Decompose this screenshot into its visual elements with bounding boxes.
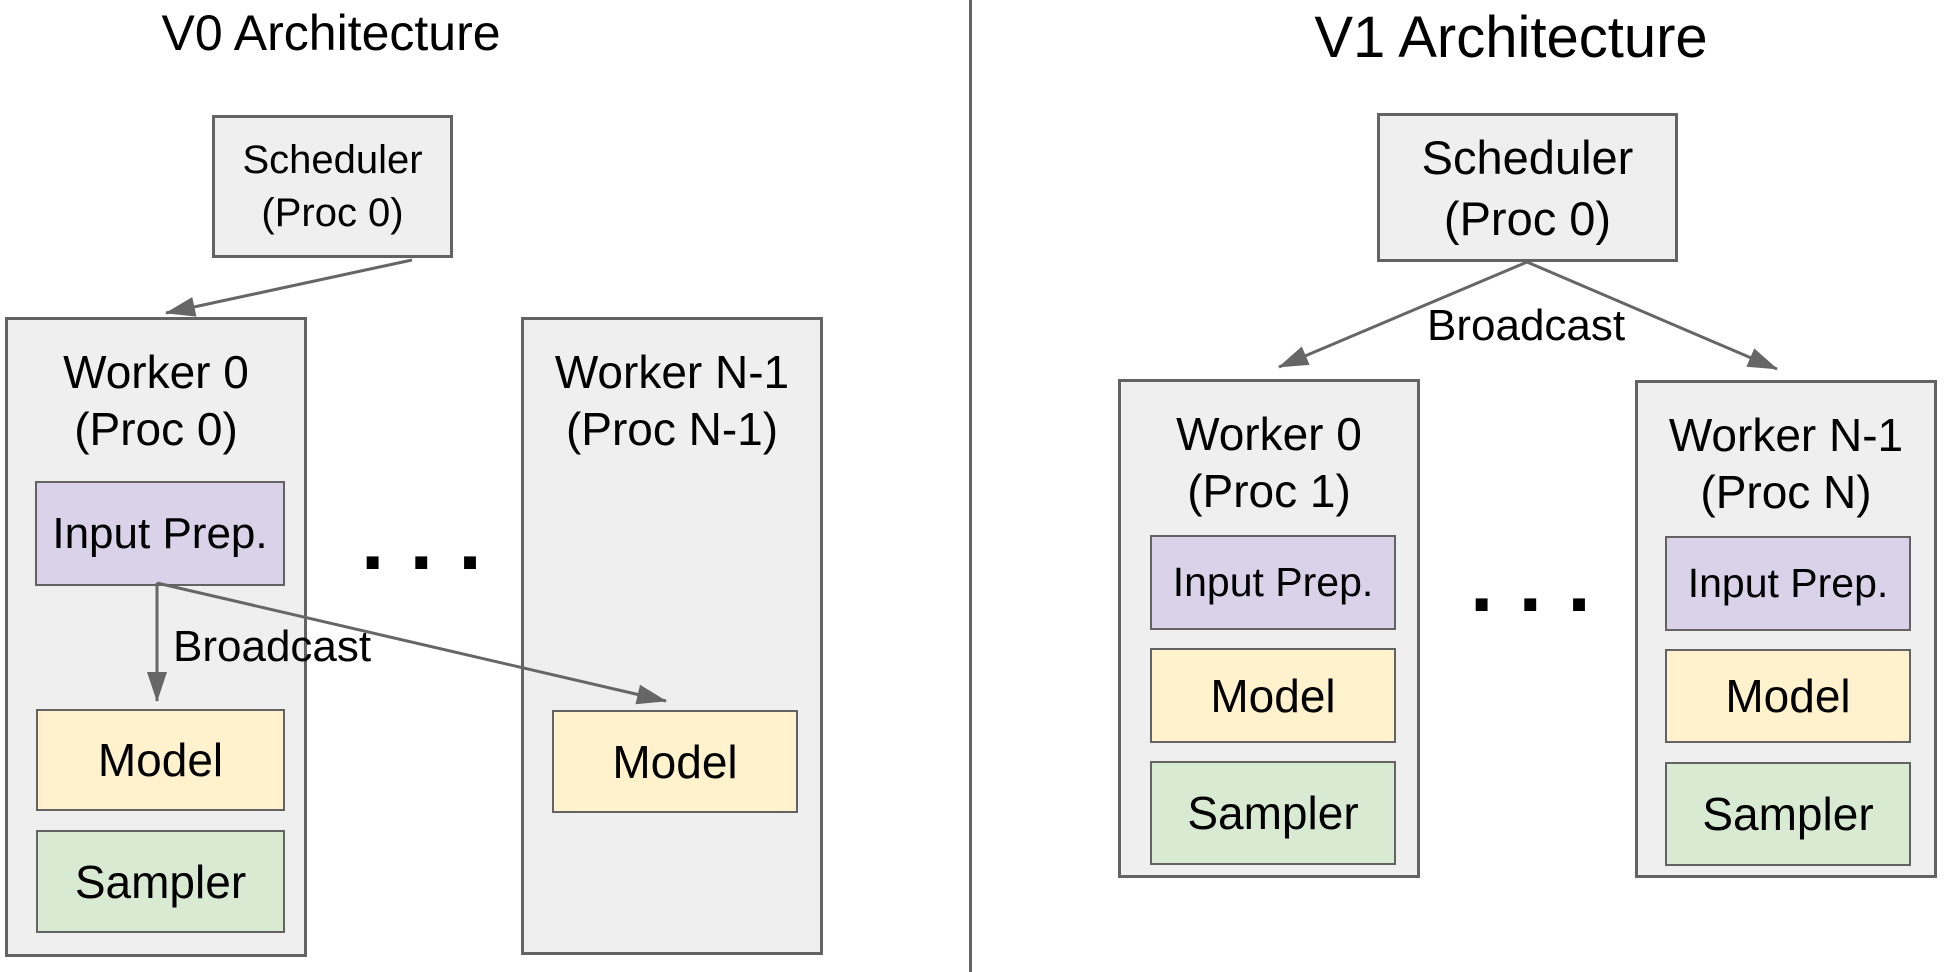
v1-worker-n-model-label: Model (1725, 670, 1851, 722)
v0-worker-0-label: Worker 0 (Proc 0) (8, 344, 304, 458)
v1-scheduler-box: Scheduler (Proc 0) (1377, 113, 1678, 262)
v1-worker-0-model-box: Model (1150, 648, 1396, 743)
v0-model-box: Model (36, 709, 285, 811)
v1-title: V1 Architecture (1314, 5, 1708, 70)
v1-worker-n-model-box: Model (1665, 649, 1911, 743)
v0-worker-0-proc: (Proc 0) (74, 403, 238, 455)
section-divider (969, 0, 972, 972)
v0-worker-n-name: Worker N-1 (554, 346, 790, 398)
v0-input-prep-label: Input Prep. (52, 508, 268, 558)
v0-worker-0-name: Worker 0 (63, 346, 249, 398)
v1-worker-0-box: Worker 0 (Proc 1) Input Prep. Model Samp… (1118, 379, 1420, 878)
v0-title: V0 Architecture (161, 5, 501, 61)
v1-scheduler-proc: (Proc 0) (1443, 191, 1612, 245)
v0-sampler-label: Sampler (74, 855, 247, 908)
v1-worker-0-input-prep-box: Input Prep. (1150, 535, 1396, 630)
v0-worker-n-model-box: Model (552, 710, 798, 813)
v0-worker-n-box: Worker N-1 (Proc N-1) Model (521, 317, 823, 955)
v0-broadcast-label: Broadcast (173, 622, 372, 671)
v1-worker-0-sampler-label: Sampler (1187, 787, 1359, 839)
v1-scheduler-name: Scheduler (1421, 130, 1634, 184)
v1-worker-n-sampler-box: Sampler (1665, 762, 1911, 866)
v0-scheduler-proc: (Proc 0) (261, 190, 404, 235)
v1-worker-n-name: Worker N-1 (1668, 409, 1904, 461)
v1-worker-n-proc: (Proc N) (1700, 466, 1872, 518)
v0-sampler-box: Sampler (36, 830, 285, 933)
v1-worker-0-label: Worker 0 (Proc 1) (1121, 406, 1417, 520)
v0-worker-n-proc: (Proc N-1) (565, 403, 779, 455)
v0-input-prep-box: Input Prep. (35, 481, 285, 586)
v1-worker-n-label: Worker N-1 (Proc N) (1638, 407, 1934, 521)
v1-worker-0-name: Worker 0 (1176, 408, 1362, 460)
v0-model-label: Model (97, 734, 224, 786)
v0-worker-n-label: Worker N-1 (Proc N-1) (524, 344, 820, 458)
v1-worker-0-input-prep-label: Input Prep. (1172, 559, 1374, 605)
v1-worker-n-input-prep-box: Input Prep. (1665, 536, 1911, 631)
v1-worker-n-input-prep-label: Input Prep. (1687, 560, 1889, 606)
v1-worker-0-sampler-box: Sampler (1150, 761, 1396, 865)
v0-ellipsis: . . . (361, 493, 483, 587)
v1-worker-0-model-label: Model (1210, 669, 1336, 722)
v1-worker-n-box: Worker N-1 (Proc N) Input Prep. Model Sa… (1635, 380, 1937, 878)
v1-worker-0-proc: (Proc 1) (1187, 465, 1351, 517)
v0-scheduler-box: Scheduler (Proc 0) (212, 115, 453, 258)
v1-broadcast-label: Broadcast (1427, 301, 1626, 350)
v0-worker-n-model-label: Model (612, 735, 738, 788)
v0-scheduler-name: Scheduler (242, 137, 423, 182)
v1-ellipsis: . . . (1470, 535, 1592, 629)
v1-worker-n-sampler-label: Sampler (1702, 788, 1874, 840)
v0-arrow-scheduler-to-worker0 (165, 258, 413, 317)
